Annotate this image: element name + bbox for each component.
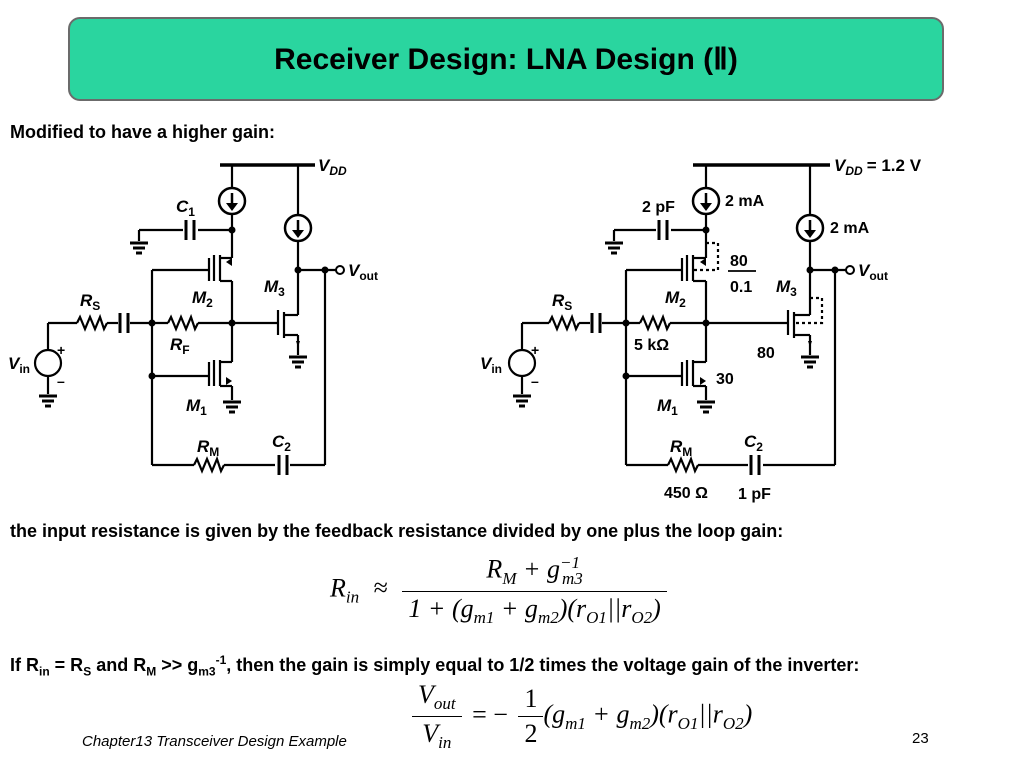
input-resistance-sentence: the input resistance is given by the fee… [10,521,784,541]
svg-text:–: – [57,373,65,389]
svg-text:450 Ω: 450 Ω [664,485,708,502]
svg-text:Vout: Vout [858,261,888,283]
svg-text:Vin: Vin [8,354,30,376]
left-circuit [46,163,336,467]
svg-text:RF: RF [170,335,190,357]
svg-text:C2: C2 [744,432,763,454]
right-circuit-symbols [507,186,855,477]
slide-title: Receiver Design: LNA Design (Ⅱ) [274,42,738,76]
svg-text:–: – [531,373,539,389]
footer-chapter: Chapter13 Transceiver Design Example [82,733,347,750]
svg-text:M2: M2 [192,288,213,310]
svg-text:80: 80 [757,345,775,362]
svg-text:M1: M1 [186,396,207,418]
svg-text:VDD= 1.2 V: VDD= 1.2 V [834,156,922,178]
svg-text:5 kΩ: 5 kΩ [634,337,669,354]
svg-text:2 mA: 2 mA [830,220,870,237]
svg-text:+: + [531,342,539,358]
svg-text:Vout: Vout [348,261,378,283]
subtitle: Modified to have a higher gain: [10,122,276,142]
svg-text:C1: C1 [176,197,195,219]
svg-text:30: 30 [716,371,734,388]
equation-rin: Rin ≈ RM + g−1m3 1 + (gm1 + gm2)(rO1||rO… [330,553,667,628]
equation-gain: Vout Vin = − 1 2 (gm1 + gm2)(rO1||rO2) [412,680,752,753]
svg-text:M1: M1 [657,396,678,418]
svg-text:2 mA: 2 mA [725,193,765,210]
gain-sentence: If Rin = RS and RM >> gm3-1, then the ga… [10,653,860,679]
left-circuit-symbols [33,186,345,477]
svg-text:VDD: VDD [318,156,347,178]
svg-text:RM: RM [197,437,219,459]
svg-text:M2: M2 [665,288,686,310]
right-circuit [520,163,846,467]
svg-text:RS: RS [552,291,572,313]
svg-text:C2: C2 [272,432,291,454]
left-circuit-labels: VDD C1 M2 M3 M1 RS RF RM C2 Vin Vout + – [8,156,378,459]
svg-text:M3: M3 [264,277,285,299]
svg-text:RM: RM [670,437,692,459]
svg-text:80: 80 [730,253,748,270]
svg-text:+: + [57,342,65,358]
svg-text:Vin: Vin [480,354,502,376]
svg-text:M3: M3 [776,277,797,299]
svg-text:1 pF: 1 pF [738,486,771,503]
title-box: Receiver Design: LNA Design (Ⅱ) [68,17,944,101]
right-circuit-labels: VDD= 1.2 V 2 pF 2 mA 2 mA M2 80 0.1 M3 8… [480,156,922,503]
svg-text:RS: RS [80,291,100,313]
page-number: 23 [912,730,929,747]
svg-text:0.1: 0.1 [730,279,752,296]
circuit-diagrams: VDD C1 M2 M3 M1 RS RF RM C2 Vin Vout + – [8,156,922,503]
svg-text:2 pF: 2 pF [642,199,675,216]
